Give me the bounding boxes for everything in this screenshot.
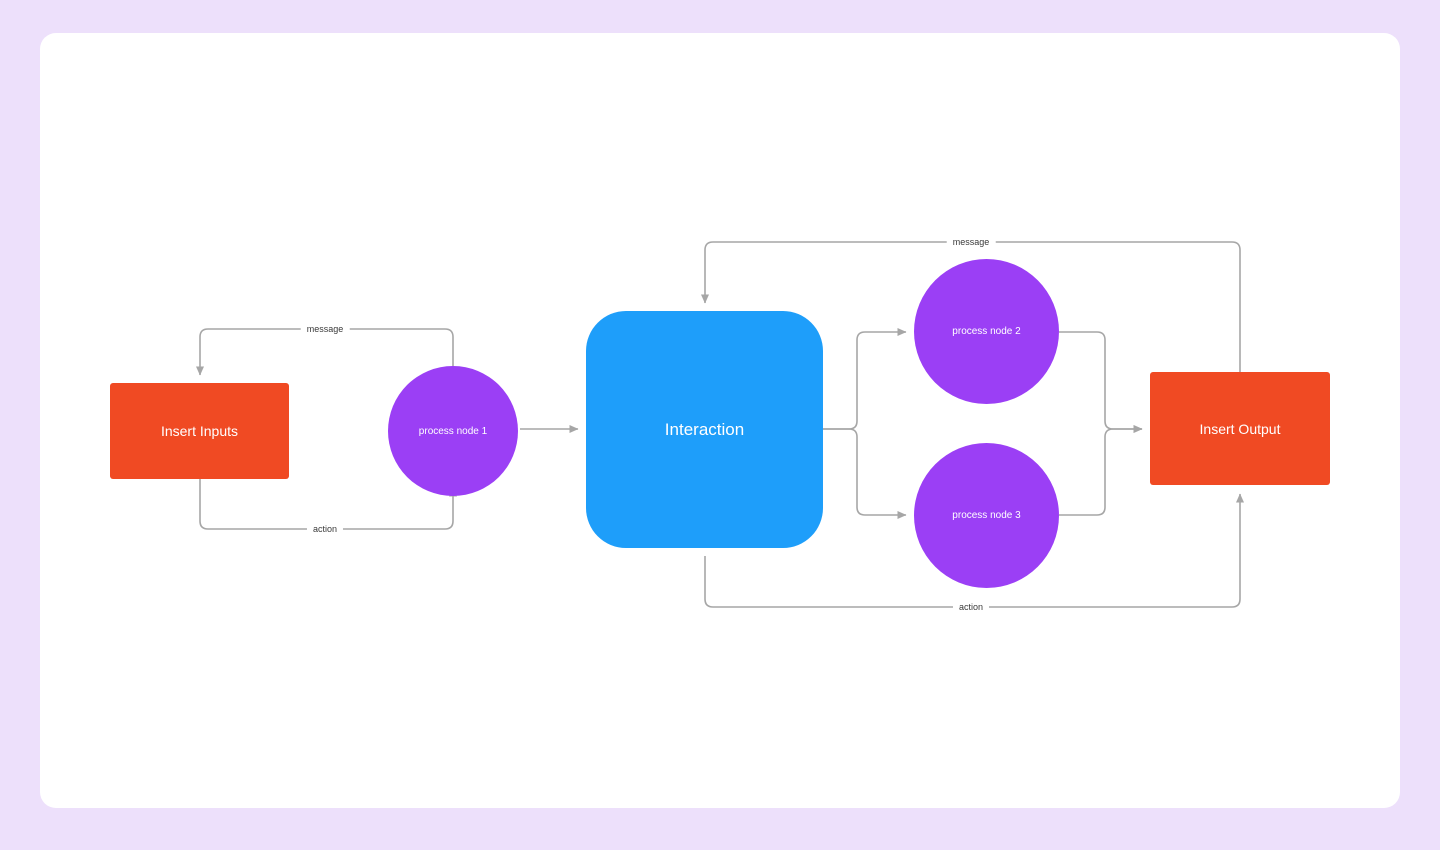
edge-node2-to-output	[1059, 331, 1143, 433]
node-insert-output[interactable]: Insert Output	[1150, 372, 1330, 485]
node-insert-inputs[interactable]: Insert Inputs	[110, 383, 289, 479]
node-process-node-1[interactable]: process node 1	[388, 366, 518, 496]
edge-interaction-to-node3	[823, 428, 907, 519]
edge-label-message-left: message	[300, 324, 350, 334]
edge-label-action-left: action	[306, 524, 344, 534]
edge-action-left	[199, 479, 457, 530]
node-process-node-3-label: process node 3	[952, 510, 1021, 521]
edge-interaction-to-node2	[823, 328, 907, 430]
edge-node3-to-output	[1059, 425, 1143, 516]
edge-label-action-right: action	[952, 602, 990, 612]
node-insert-inputs-label: Insert Inputs	[160, 423, 239, 439]
node-process-node-2[interactable]: process node 2	[914, 259, 1059, 404]
edge-label-message-right: message	[946, 237, 996, 247]
edge-message-left	[196, 328, 454, 376]
node-interaction-label: Interaction	[664, 419, 745, 439]
node-process-node-1-label: process node 1	[418, 425, 488, 437]
node-process-node-2-label: process node 2	[952, 326, 1021, 337]
node-interaction[interactable]: Interaction	[586, 311, 823, 548]
node-insert-output-label: Insert Output	[1199, 420, 1281, 437]
node-process-node-3[interactable]: process node 3	[914, 443, 1059, 588]
